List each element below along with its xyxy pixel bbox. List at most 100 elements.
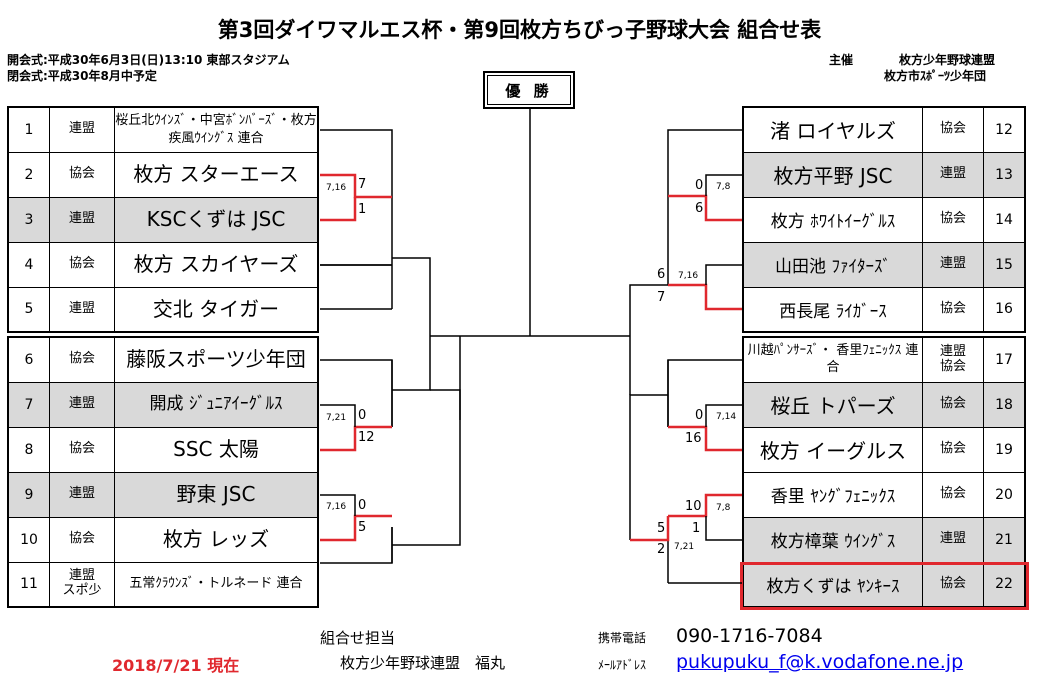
- match-date: 7,16: [326, 183, 347, 193]
- match-score: 5: [657, 521, 666, 536]
- team-name: KSCくずは JSC: [114, 196, 319, 243]
- team-org: 協会: [49, 426, 115, 473]
- contact-role: 組合せ担当: [320, 629, 396, 647]
- team-row: 3 連盟 KSCくずは JSC: [7, 196, 319, 243]
- match-score: 0: [358, 498, 367, 513]
- email-link[interactable]: pukupuku_f@k.vodafone.ne.jp: [676, 651, 964, 673]
- team-name: 香里 ﾔﾝｸﾞﾌｪﾆｯｸｽ: [742, 471, 923, 518]
- team-org: 連盟: [49, 196, 115, 243]
- right-bracket-table-upper: 渚 ロイヤルズ 協会 12 枚方平野 JSC 連盟 13 枚方 ﾎﾜｲﾄｲｰｸﾞ…: [742, 106, 1026, 333]
- team-org-2: 協会: [939, 358, 966, 374]
- team-org: 協会: [922, 106, 984, 153]
- team-org: 連盟: [49, 381, 115, 428]
- team-number: 21: [983, 516, 1026, 563]
- team-org: 協会: [922, 561, 984, 608]
- team-row: 6 協会 藤阪スポーツ少年団: [7, 336, 319, 383]
- match-score: 0: [695, 408, 704, 423]
- match-score: 2: [657, 542, 666, 557]
- closing-ceremony: 閉会式:平成30年8月中予定: [7, 69, 157, 83]
- team-org: 連盟: [49, 106, 115, 153]
- match-score: 0: [695, 178, 704, 193]
- team-row: 枚方平野 JSC 連盟 13: [742, 151, 1026, 198]
- host-label: 主催: [829, 53, 854, 67]
- match-score: 1: [358, 202, 367, 217]
- team-name: 枚方 ﾎﾜｲﾄｲｰｸﾞﾙｽ: [742, 196, 923, 243]
- team-name: 枚方くずは ﾔﾝｷｰｽ: [742, 561, 923, 608]
- team-row: 8 協会 SSC 太陽: [7, 426, 319, 473]
- team-number: 3: [7, 196, 50, 243]
- match-score: 16: [685, 431, 702, 446]
- team-number: 22: [983, 561, 1026, 608]
- team-org: 協会: [922, 196, 984, 243]
- match-date: 7,21: [326, 413, 347, 423]
- page-title: 第3回ダイワマルエス杯・第9回枚方ちびっ子野球大会 組合せ表: [217, 18, 822, 42]
- team-row: 山田池 ﾌｧｲﾀｰｽﾞ 連盟 15: [742, 241, 1026, 288]
- team-name: 開成 ｼﾞｭﾆｱｲｰｸﾞﾙｽ: [114, 381, 319, 428]
- left-bracket-table-lower: 6 協会 藤阪スポーツ少年団 7 連盟 開成 ｼﾞｭﾆｱｲｰｸﾞﾙｽ 8 協会 …: [7, 336, 319, 608]
- team-org: 協会: [49, 336, 115, 383]
- team-name: 枚方 イーグルス: [742, 426, 923, 473]
- opening-ceremony: 開会式:平成30年6月3日(日)13:10 東部スタジアム: [7, 53, 290, 67]
- team-name: 五常ｸﾗｳﾝｽﾞ・トルネード 連合: [114, 561, 319, 608]
- match-date: 7,16: [678, 271, 699, 281]
- match-score: 10: [685, 499, 702, 514]
- team-name: 枚方平野 JSC: [742, 151, 923, 198]
- team-org: 連盟協会: [922, 336, 984, 383]
- team-name: SSC 太陽: [114, 426, 319, 473]
- team-number: 20: [983, 471, 1026, 518]
- team-number: 6: [7, 336, 50, 383]
- match-score: 0: [358, 408, 367, 423]
- phone-number: 090-1716-7084: [676, 625, 823, 647]
- phone-label: 携帯電話: [598, 631, 647, 645]
- mail-label: ﾒｰﾙｱﾄﾞﾚｽ: [598, 658, 647, 672]
- team-number: 14: [983, 196, 1026, 243]
- team-name: 野東 JSC: [114, 471, 319, 518]
- team-org-1: 連盟: [68, 568, 95, 584]
- team-org: 連盟: [49, 471, 115, 518]
- team-org: 連盟スポ少: [49, 561, 115, 608]
- match-score: 6: [695, 201, 704, 216]
- as-of-date: 2018/7/21 現在: [112, 656, 240, 675]
- match-score: 7: [358, 177, 367, 192]
- left-bracket-table-upper: 1 連盟 桜丘北ｳｲﾝｽﾞ・中宮ﾎﾞﾝﾊﾞｰｽﾞ・枚方疾風ｳｲﾝｸﾞｽ 連合 2…: [7, 106, 319, 333]
- team-org: 連盟: [49, 286, 115, 333]
- team-number: 15: [983, 241, 1026, 288]
- team-row: 渚 ロイヤルズ 協会 12: [742, 106, 1026, 153]
- highlight-box: [740, 562, 1029, 610]
- team-name: 枚方樟葉 ｳｲﾝｸﾞｽ: [742, 516, 923, 563]
- team-row: 1 連盟 桜丘北ｳｲﾝｽﾞ・中宮ﾎﾞﾝﾊﾞｰｽﾞ・枚方疾風ｳｲﾝｸﾞｽ 連合: [7, 106, 319, 153]
- team-row: 川越ﾊﾟﾝｻｰｽﾞ・ 香里ﾌｪﾆｯｸｽ 連合 連盟協会 17: [742, 336, 1026, 383]
- team-org: 連盟: [922, 516, 984, 563]
- winner-box: 優 勝: [483, 71, 575, 109]
- team-number: 13: [983, 151, 1026, 198]
- match-date: 7,14: [716, 412, 737, 422]
- team-row: 5 連盟 交北 タイガー: [7, 286, 319, 333]
- team-name: 交北 タイガー: [114, 286, 319, 333]
- team-row: 枚方樟葉 ｳｲﾝｸﾞｽ 連盟 21: [742, 516, 1026, 563]
- team-number: 18: [983, 381, 1026, 428]
- contact-org: 枚方少年野球連盟 福丸: [340, 654, 506, 672]
- team-number: 17: [983, 336, 1026, 383]
- team-number: 8: [7, 426, 50, 473]
- team-row: 10 協会 枚方 レッズ: [7, 516, 319, 563]
- team-name: 桜丘北ｳｲﾝｽﾞ・中宮ﾎﾞﾝﾊﾞｰｽﾞ・枚方疾風ｳｲﾝｸﾞｽ 連合: [114, 106, 319, 153]
- team-number: 19: [983, 426, 1026, 473]
- team-name: 山田池 ﾌｧｲﾀｰｽﾞ: [742, 241, 923, 288]
- team-org: 連盟: [922, 151, 984, 198]
- team-org: 協会: [49, 516, 115, 563]
- team-row: 枚方 イーグルス 協会 19: [742, 426, 1026, 473]
- team-row: 香里 ﾔﾝｸﾞﾌｪﾆｯｸｽ 協会 20: [742, 471, 1026, 518]
- team-name: 渚 ロイヤルズ: [742, 106, 923, 153]
- team-number: 4: [7, 241, 50, 288]
- team-name: 藤阪スポーツ少年団: [114, 336, 319, 383]
- team-number: 12: [983, 106, 1026, 153]
- team-row: 西長尾 ﾗｲｶﾞｰｽ 協会 16: [742, 286, 1026, 333]
- match-date: 7,8: [716, 503, 731, 513]
- match-score: 12: [358, 430, 375, 445]
- team-org: 協会: [922, 471, 984, 518]
- team-name: 西長尾 ﾗｲｶﾞｰｽ: [742, 286, 923, 333]
- match-score: 1: [692, 521, 701, 536]
- team-number: 16: [983, 286, 1026, 333]
- match-date: 7,8: [716, 182, 731, 192]
